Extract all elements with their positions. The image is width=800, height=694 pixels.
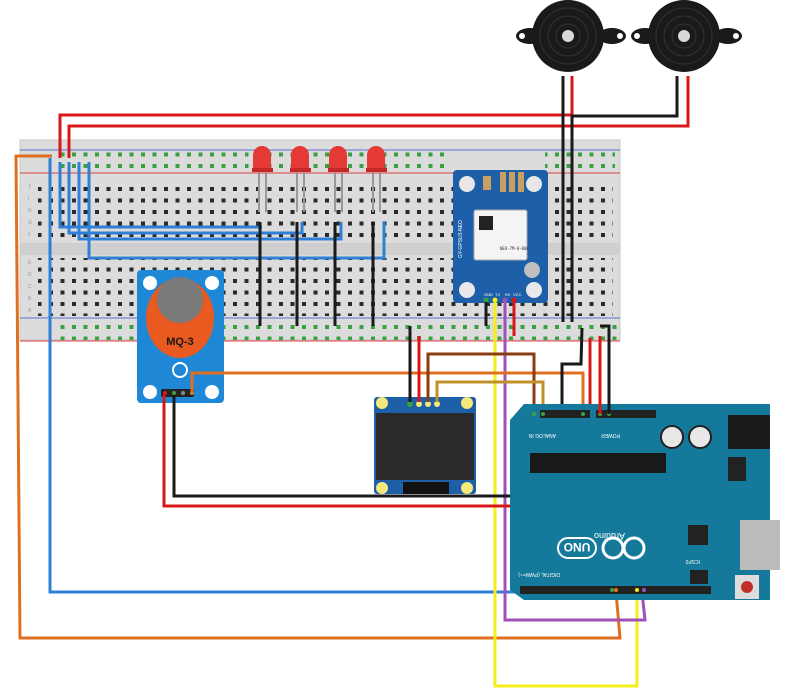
oled-screen xyxy=(376,413,474,480)
digital-label: DIGITAL (PWM=~) xyxy=(518,571,560,577)
svg-text:C: C xyxy=(28,284,32,290)
wire-red-buzzer1 xyxy=(58,76,574,158)
svg-text:E: E xyxy=(28,260,32,266)
atmega-chip xyxy=(530,453,666,473)
svg-text:J: J xyxy=(28,184,31,190)
svg-text:G: G xyxy=(28,220,32,226)
breadboard-labels: J I H G F E D C B A xyxy=(28,184,32,314)
gps-pin-rx-label: RX xyxy=(505,292,511,297)
digital-header-high xyxy=(611,586,711,594)
gps-pin-vcc-label: VCC xyxy=(513,292,522,297)
buzzer-1 xyxy=(516,0,626,72)
svg-text:D: D xyxy=(28,272,32,278)
mq3-sensor: MQ-3 xyxy=(137,270,224,403)
wire-gold-oled-sda xyxy=(435,380,545,412)
oled-display xyxy=(374,397,476,494)
icsp-label: ICSP2 xyxy=(685,558,700,564)
analog-in-label: ANALOG IN xyxy=(528,432,556,438)
led-group xyxy=(252,146,387,212)
gps-label: GY-GPSU3-NEO xyxy=(458,220,464,258)
led-3 xyxy=(328,146,349,212)
wire-red-buzzer2 xyxy=(67,76,690,158)
mq3-label: MQ-3 xyxy=(166,336,194,348)
wire-blue-led3 xyxy=(77,162,343,241)
svg-text:B: B xyxy=(28,296,32,302)
power-label: POWER xyxy=(601,432,620,438)
icsp-header xyxy=(690,570,708,584)
wire-blue-led1 xyxy=(58,162,262,229)
power-jack xyxy=(728,415,770,449)
gps-pin-tx-label: TX xyxy=(495,292,500,297)
arduino-model: UNO xyxy=(564,540,591,554)
wire-purple-gps-rx xyxy=(503,302,647,622)
capacitor-2 xyxy=(688,425,712,449)
gps-module: NEO-7M-0-000 GY-GPSU3-NEO GND TX RX VCC xyxy=(453,170,548,303)
svg-text:H: H xyxy=(28,208,32,214)
wire-orange-mq3-a0 xyxy=(190,371,585,412)
arduino-brand: Arduino xyxy=(594,531,625,541)
wire-blue-led4 xyxy=(87,162,386,260)
led-1 xyxy=(252,146,273,212)
gps-pin-gnd-label: GND xyxy=(484,292,493,297)
arduino-uno: ANALOG IN POWER Arduino UNO DIGITAL (PWM… xyxy=(510,404,780,600)
led-ground-wires xyxy=(258,222,375,326)
wire-black-buzzer2 xyxy=(570,76,679,322)
wire-blue-led2 xyxy=(67,162,304,235)
usb-port xyxy=(740,520,780,570)
wire-black-gnd xyxy=(600,324,611,414)
wire-yellow-gps-tx xyxy=(493,302,639,688)
svg-text:I: I xyxy=(28,196,29,202)
svg-text:A: A xyxy=(28,308,32,314)
svg-text:F: F xyxy=(28,232,31,238)
led-2 xyxy=(290,146,311,212)
buzzer-2 xyxy=(631,0,742,72)
analog-header xyxy=(540,410,590,418)
digital-header-low xyxy=(520,586,615,594)
led-4 xyxy=(366,146,387,212)
gps-chip-text: NEO-7M-0-000 xyxy=(500,246,529,251)
power-icon xyxy=(172,362,188,378)
power-header xyxy=(596,410,656,418)
capacitor-1 xyxy=(660,425,684,449)
wire-orange-d8 xyxy=(14,154,622,640)
